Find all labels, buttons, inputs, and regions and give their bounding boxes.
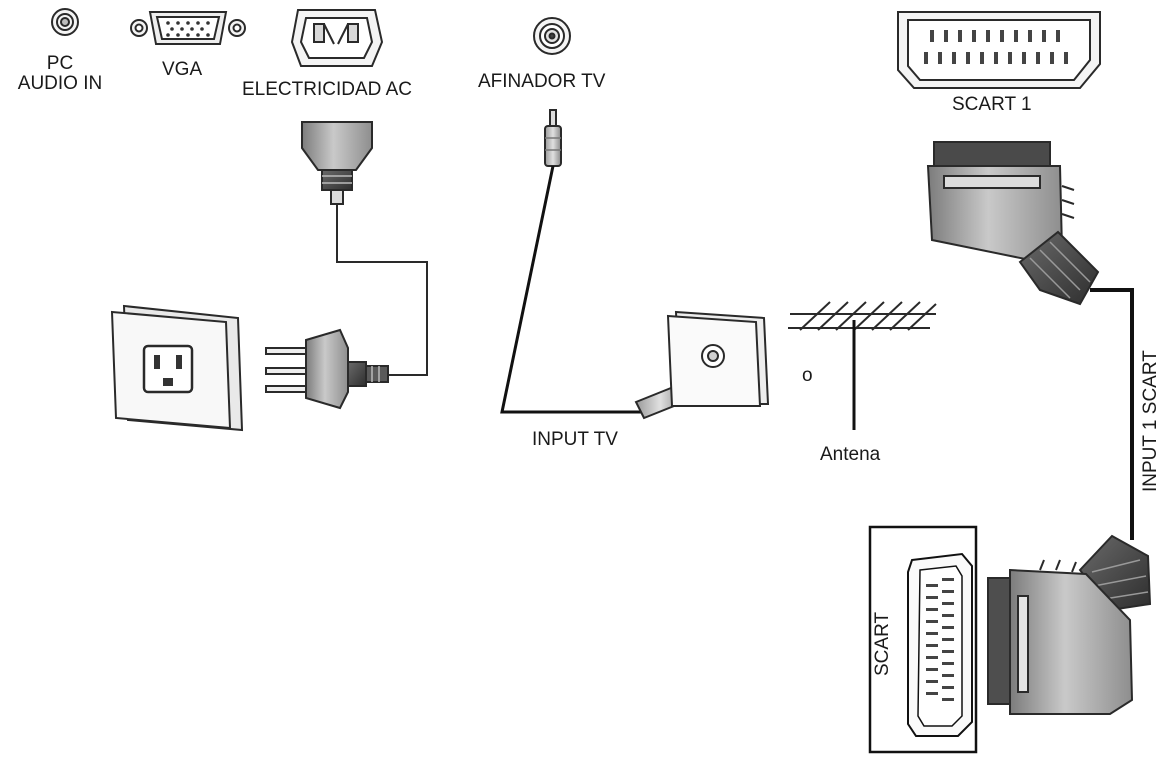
scart-plug-bottom (987, 534, 1152, 715)
pc-audio-label-line1: PC (46, 53, 74, 74)
input1-scart-label: INPUT 1 SCART (1140, 350, 1161, 492)
coax-cable (500, 165, 643, 414)
ac-socket-icon (290, 9, 384, 67)
scart-cable (1090, 288, 1134, 540)
pc-audio-label-line2: AUDIO IN (17, 73, 103, 94)
antenna-wall-box-icon (666, 310, 770, 407)
coax-plug-top (544, 109, 562, 167)
vga-label: VGA (162, 59, 203, 80)
antenna-icon (788, 301, 937, 430)
scart-device-label: SCART (872, 611, 893, 676)
pc-audio-jack-icon (51, 8, 79, 36)
power-cable-top-plug (301, 121, 373, 205)
wall-outlet-icon (110, 304, 244, 432)
antenna-label: Antena (820, 444, 881, 465)
or-label: o (802, 365, 813, 386)
tv-tuner-label: AFINADOR TV (478, 71, 606, 92)
scart-device-panel (868, 525, 978, 754)
power-ac-label: ELECTRICIDAD AC (242, 79, 412, 100)
scart-plug-top (926, 141, 1100, 306)
vga-port-icon (130, 11, 246, 45)
power-cable (336, 204, 428, 376)
input-tv-label: INPUT TV (532, 429, 618, 450)
scart1-label: SCART 1 (952, 94, 1032, 115)
scart1-port-icon (897, 11, 1101, 89)
pc-audio-label: PC AUDIO IN (10, 54, 110, 94)
power-plug-icon (265, 328, 389, 410)
tv-tuner-jack-icon (533, 17, 571, 55)
